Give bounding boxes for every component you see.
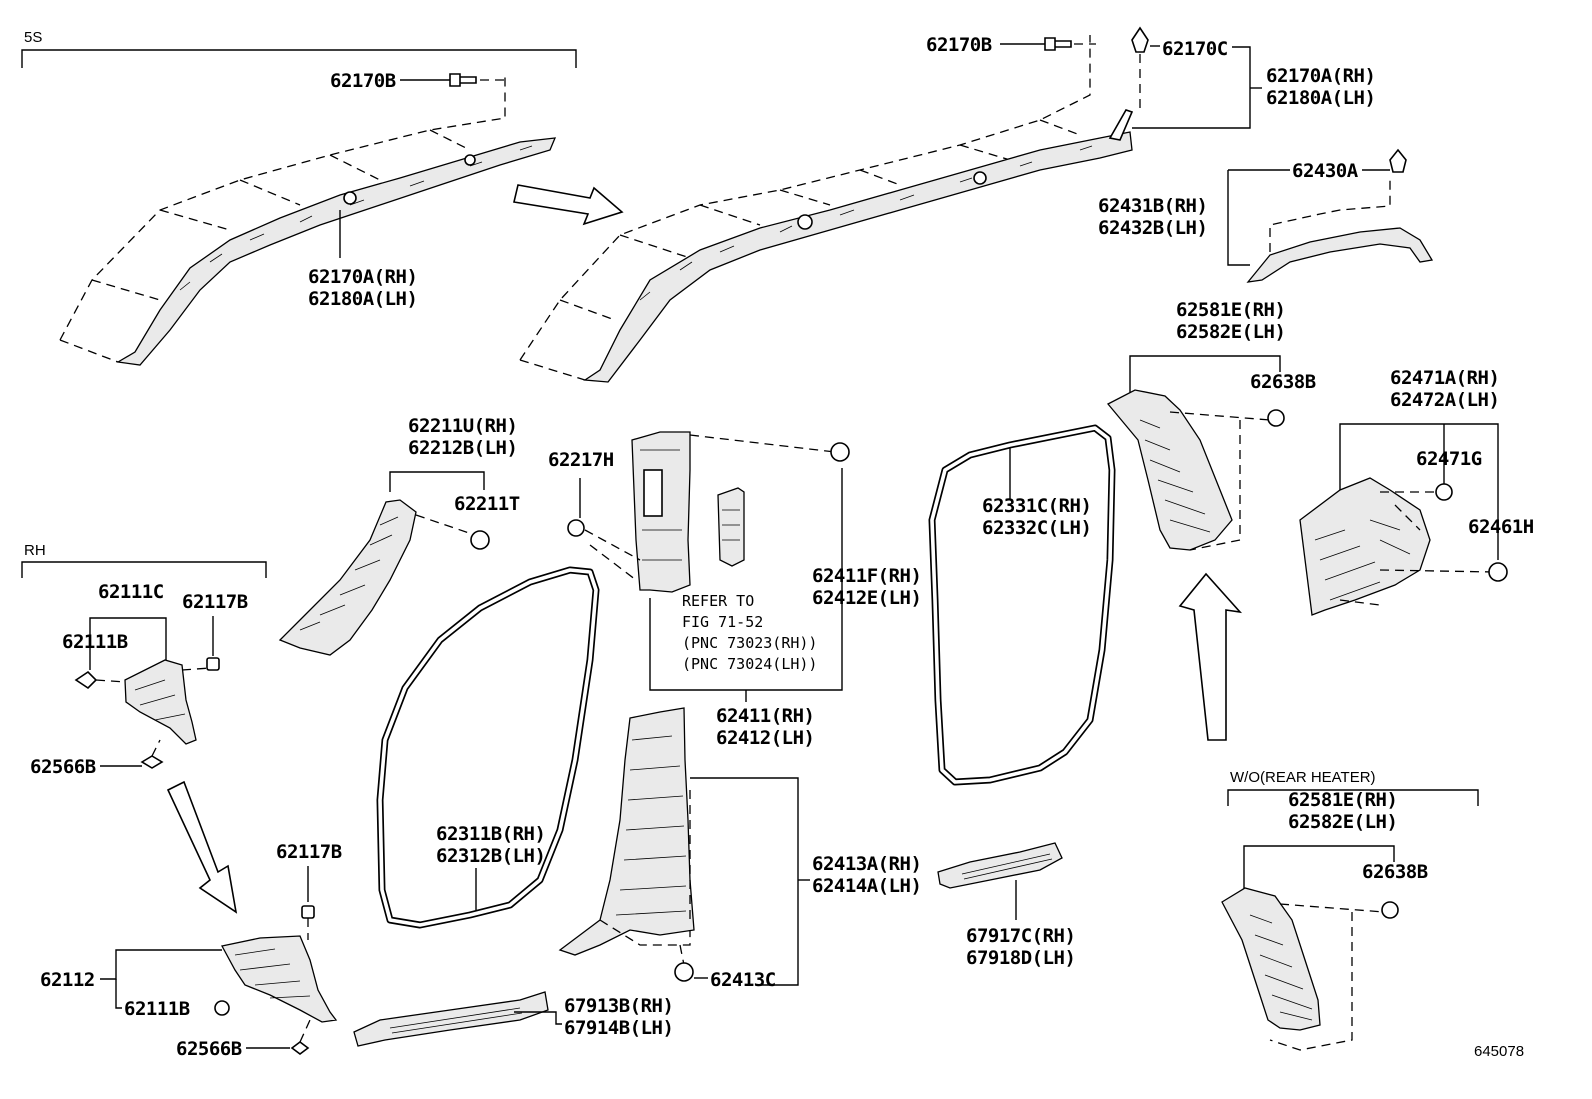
weatherstrip-62331c xyxy=(928,424,1116,786)
clip-62170c xyxy=(1131,26,1160,108)
label-62413a-rh: 62413A(RH) xyxy=(812,853,921,875)
label-62111c: 62111C xyxy=(98,581,164,603)
section-rh-label: RH xyxy=(24,542,46,559)
label-62180a-lh-b: 62180A(LH) xyxy=(1266,87,1375,109)
bolt-62170b-b xyxy=(1000,37,1096,51)
label-67918d-lh: 67918D(LH) xyxy=(966,947,1075,969)
label-62581e-rh-a: 62581E(RH) xyxy=(1176,299,1285,321)
refer-note-line2: FIG 71-52 xyxy=(682,613,763,631)
label-62312b-lh: 62312B(LH) xyxy=(436,845,545,867)
refer-note-line4: (PNC 73024(LH)) xyxy=(682,655,817,673)
label-67917c-rh: 67917C(RH) xyxy=(966,925,1075,947)
label-62217h: 62217H xyxy=(548,449,614,471)
label-62471g: 62471G xyxy=(1416,448,1482,470)
label-62471a-rh: 62471A(RH) xyxy=(1390,367,1499,389)
quarter-trim-62471a xyxy=(1299,477,1508,616)
label-62170a-rh-b: 62170A(RH) xyxy=(1266,65,1375,87)
label-62412e-lh: 62412E(LH) xyxy=(812,587,921,609)
section-wo-rear-heater-label: W/O(REAR HEATER) xyxy=(1230,769,1376,786)
pillar-trim-62581e-lower xyxy=(1221,887,1399,1051)
diagram-id: 645078 xyxy=(1474,1043,1524,1060)
pillar-trim-62211u xyxy=(278,499,490,656)
weatherstrip-62311b xyxy=(376,566,600,929)
label-62332c-lh: 62332C(LH) xyxy=(982,517,1091,539)
label-62170b-a: 62170B xyxy=(330,70,396,92)
handle-refer-fig-71-52 xyxy=(717,487,745,567)
section-5s: 5S xyxy=(21,29,577,68)
label-62566b-b: 62566B xyxy=(176,1038,242,1060)
scuff-plate-67917c xyxy=(937,842,1063,889)
label-62212b-lh: 62212B(LH) xyxy=(408,437,517,459)
label-62117b-a: 62117B xyxy=(182,591,248,613)
label-62638b-b: 62638B xyxy=(1362,861,1428,883)
scuff-plate-67913b xyxy=(353,991,549,1047)
transition-arrow-right xyxy=(513,184,624,226)
pillar-trim-62581e-upper xyxy=(1106,389,1285,551)
label-62112: 62112 xyxy=(40,969,95,991)
label-62582e-lh-b: 62582E(LH) xyxy=(1288,811,1397,833)
label-62638b-a: 62638B xyxy=(1250,371,1316,393)
section-rh: RH xyxy=(21,542,267,578)
label-62582e-lh-a: 62582E(LH) xyxy=(1176,321,1285,343)
label-62461h: 62461H xyxy=(1468,516,1534,538)
label-62211u-rh: 62211U(RH) xyxy=(408,415,517,437)
label-62432b-lh: 62432B(LH) xyxy=(1098,217,1207,239)
label-62566b-a: 62566B xyxy=(30,756,96,778)
section-wo-rear-heater: W/O(REAR HEATER) xyxy=(1227,769,1479,806)
label-62472a-lh: 62472A(LH) xyxy=(1390,389,1499,411)
label-62170c: 62170C xyxy=(1162,38,1228,60)
section-5s-label: 5S xyxy=(24,29,42,46)
curtain-airbag-main xyxy=(519,35,1134,383)
pillar-trim-62413a xyxy=(558,707,695,982)
label-62170a-rh-a: 62170A(RH) xyxy=(308,266,417,288)
label-62411f-rh: 62411F(RH) xyxy=(812,565,921,587)
label-62431b-rh: 62431B(RH) xyxy=(1098,195,1207,217)
refer-note-line1: REFER TO xyxy=(682,592,754,610)
bolt-62170b-a xyxy=(400,73,505,87)
label-62430a: 62430A xyxy=(1292,160,1359,182)
label-62211t: 62211T xyxy=(454,493,520,515)
label-62117b-b: 62117B xyxy=(276,841,342,863)
label-62311b-rh: 62311B(RH) xyxy=(436,823,545,845)
label-67914b-lh: 67914B(LH) xyxy=(564,1017,673,1039)
label-62111b-b: 62111B xyxy=(124,998,190,1020)
label-67913b-rh: 67913B(RH) xyxy=(564,995,673,1017)
curtain-airbag-5s xyxy=(59,75,557,366)
kick-panel-62112 xyxy=(221,918,338,1023)
label-62414a-lh: 62414A(LH) xyxy=(812,875,921,897)
transition-arrow-down xyxy=(166,780,238,914)
label-62581e-rh-b: 62581E(RH) xyxy=(1288,789,1397,811)
label-62413c: 62413C xyxy=(710,969,776,991)
roof-trim-62431b xyxy=(1227,148,1434,283)
pillar-trim-62411f xyxy=(584,431,850,593)
label-62331c-rh: 62331C(RH) xyxy=(982,495,1091,517)
label-62170b-b: 62170B xyxy=(926,34,992,56)
refer-note-line3: (PNC 73023(RH)) xyxy=(682,634,817,652)
label-62412-lh: 62412(LH) xyxy=(716,727,814,749)
label-62180a-lh-a: 62180A(LH) xyxy=(308,288,417,310)
transition-arrow-up xyxy=(1178,572,1243,741)
label-62111b-a: 62111B xyxy=(62,631,128,653)
kick-panel-62111c xyxy=(74,657,220,769)
label-62411-rh: 62411(RH) xyxy=(716,705,814,727)
